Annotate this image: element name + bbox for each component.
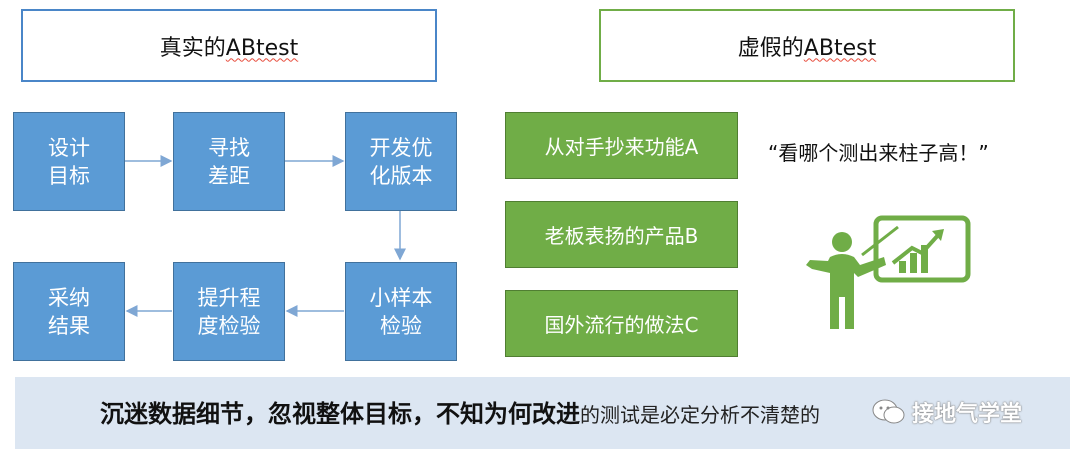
watermark: 接地气学堂 — [872, 396, 1022, 428]
option-boss-praised-product: 老板表扬的产品B — [505, 201, 738, 268]
wechat-icon — [872, 399, 905, 424]
conclusion-text: 沉迷数据细节，忽视整体目标，不知为何改进的测试是必定分析不清楚的 — [100, 394, 820, 429]
conclusion-bold-text: 沉迷数据细节，忽视整体目标，不知为何改进 — [100, 400, 580, 428]
watermark-text: 接地气学堂 — [912, 402, 1023, 427]
presenter-chart-icon — [806, 215, 971, 329]
fake-abtest-title: 虚假的ABtest — [737, 35, 877, 61]
conclusion-light-text: 的测试是必定分析不清楚的 — [580, 403, 820, 427]
real-abtest-title: 真实的ABtest — [159, 35, 299, 61]
step-adopt-result: 采纳 结果 — [13, 262, 125, 361]
step-lift-test: 提升程 度检验 — [173, 262, 285, 361]
step-design-goal: 设计 目标 — [13, 112, 125, 211]
option-foreign-practice: 国外流行的做法C — [505, 290, 738, 357]
fake-abtest-header: 虚假的ABtest — [599, 9, 1015, 82]
option-copied-feature: 从对手抄来功能A — [505, 112, 738, 179]
real-abtest-header: 真实的ABtest — [21, 9, 437, 82]
step-find-gap: 寻找 差距 — [173, 112, 285, 211]
step-develop-version: 开发优 化版本 — [345, 112, 457, 211]
quote-text: “看哪个测出来柱子高！” — [768, 141, 989, 165]
step-small-sample-test: 小样本 检验 — [345, 262, 457, 361]
